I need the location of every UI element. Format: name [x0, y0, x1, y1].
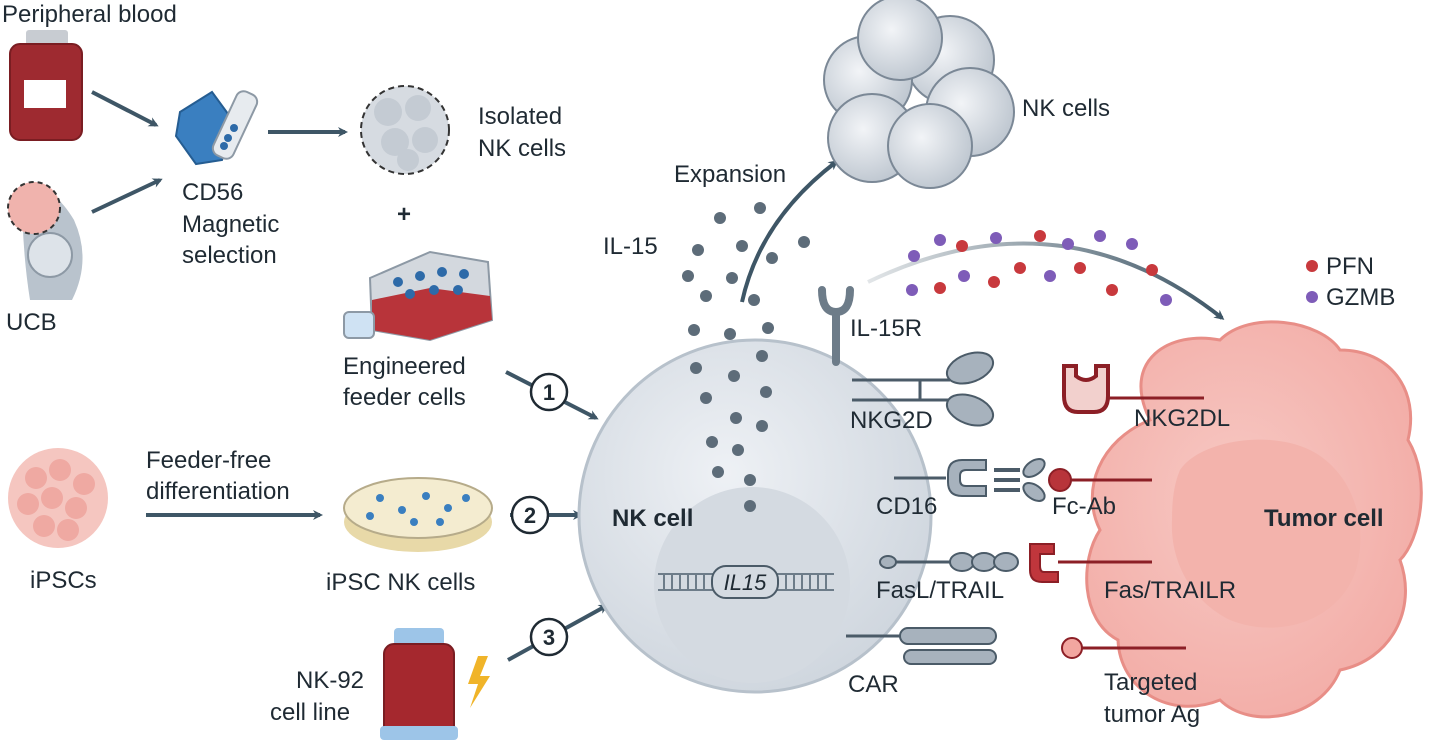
step1-number: 1	[543, 380, 555, 405]
nkg2dl-ligand-icon	[1062, 364, 1204, 414]
nk92-line1: NK-92	[296, 667, 364, 694]
nkg2d-label: NKG2D	[850, 407, 933, 434]
culture-dish-icon	[343, 477, 493, 552]
targeted-tumor-ag-icon	[1061, 637, 1186, 659]
nk-cell-label: NK cell	[612, 505, 693, 532]
feeder-line2: feeder cells	[343, 384, 466, 411]
feeder-line1: Engineered	[343, 353, 466, 380]
granule-dots	[906, 230, 1172, 306]
nkg2d-receptor-icon	[852, 351, 995, 427]
lightning-icon	[468, 656, 490, 708]
selection-line2: Magnetic	[182, 211, 279, 238]
fas-trailr-label: Fas/TRAILR	[1104, 577, 1236, 604]
legend-gzmb-label: GZMB	[1326, 284, 1395, 311]
il15r-receptor-icon	[818, 286, 854, 366]
fasl-trail-icon	[879, 552, 1019, 572]
arrow-ucb-to-selection	[91, 178, 163, 214]
pregnancy-icon	[7, 181, 83, 300]
legend-pfn-label: PFN	[1326, 253, 1374, 280]
peripheral-blood-label: Peripheral blood	[2, 1, 177, 28]
cd16-label: CD16	[876, 493, 937, 520]
step2-badge	[510, 495, 550, 535]
nk-cells-label: NK cells	[1022, 95, 1110, 122]
arrow-granules-to-tumor	[867, 241, 1225, 320]
nkg2dl-label: NKG2DL	[1134, 405, 1230, 432]
fc-target-ligand-icon	[1048, 468, 1152, 492]
feeder-free-line1: Feeder-free	[146, 447, 271, 474]
magnetic-selection-icon	[174, 90, 259, 166]
targeted-line2: tumor Ag	[1104, 701, 1200, 728]
tumor-cell-nucleus	[1171, 439, 1361, 628]
antibody-icon	[994, 458, 1046, 502]
legend-pfn-swatch	[1306, 260, 1318, 272]
step1-badge	[529, 372, 569, 412]
fas-trailr-icon	[1029, 543, 1152, 583]
ipscs-label: iPSCs	[30, 567, 97, 594]
targeted-line1: Targeted	[1104, 669, 1197, 696]
dna-il15-icon	[658, 565, 834, 599]
ipsc-colony-icon	[8, 448, 108, 548]
selection-line1: CD56	[182, 179, 243, 206]
feeder-flask-icon	[343, 250, 494, 342]
blood-bag-icon	[9, 30, 83, 141]
il15r-label: IL-15R	[850, 315, 922, 342]
isolated-line1: Isolated	[478, 103, 562, 130]
step3-number: 3	[543, 625, 555, 650]
il15-gene-label: IL15	[724, 570, 768, 595]
tumor-cell-label: Tumor cell	[1264, 505, 1384, 532]
nk92-line2: cell line	[270, 699, 350, 726]
ipsc-nk-label: iPSC NK cells	[326, 569, 475, 596]
isolated-nk-cells-icon	[360, 85, 450, 175]
fasl-trail-label: FasL/TRAIL	[876, 577, 1004, 604]
arrow-expansion	[740, 160, 839, 303]
fc-ab-label: Fc-Ab	[1052, 493, 1116, 520]
cd16-receptor-icon	[894, 459, 987, 497]
selection-line3: selection	[182, 242, 277, 269]
il15-cytokine-dots	[682, 202, 810, 512]
step2-number: 2	[524, 503, 536, 528]
car-label: CAR	[848, 671, 899, 698]
expansion-label: Expansion	[674, 161, 786, 188]
plus-sign: +	[397, 201, 411, 228]
step3-badge	[529, 617, 569, 657]
arrow-blood-to-selection	[91, 90, 159, 127]
nk92-vial-icon	[380, 628, 458, 740]
il15-label: IL-15	[603, 233, 658, 260]
ucb-label: UCB	[6, 309, 57, 336]
car-receptor-icon	[846, 627, 997, 665]
feeder-free-line2: differentiation	[146, 478, 290, 505]
isolated-line2: NK cells	[478, 135, 566, 162]
expanded-nk-cells-icon	[823, 0, 1015, 189]
legend-gzmb-swatch	[1306, 291, 1318, 303]
